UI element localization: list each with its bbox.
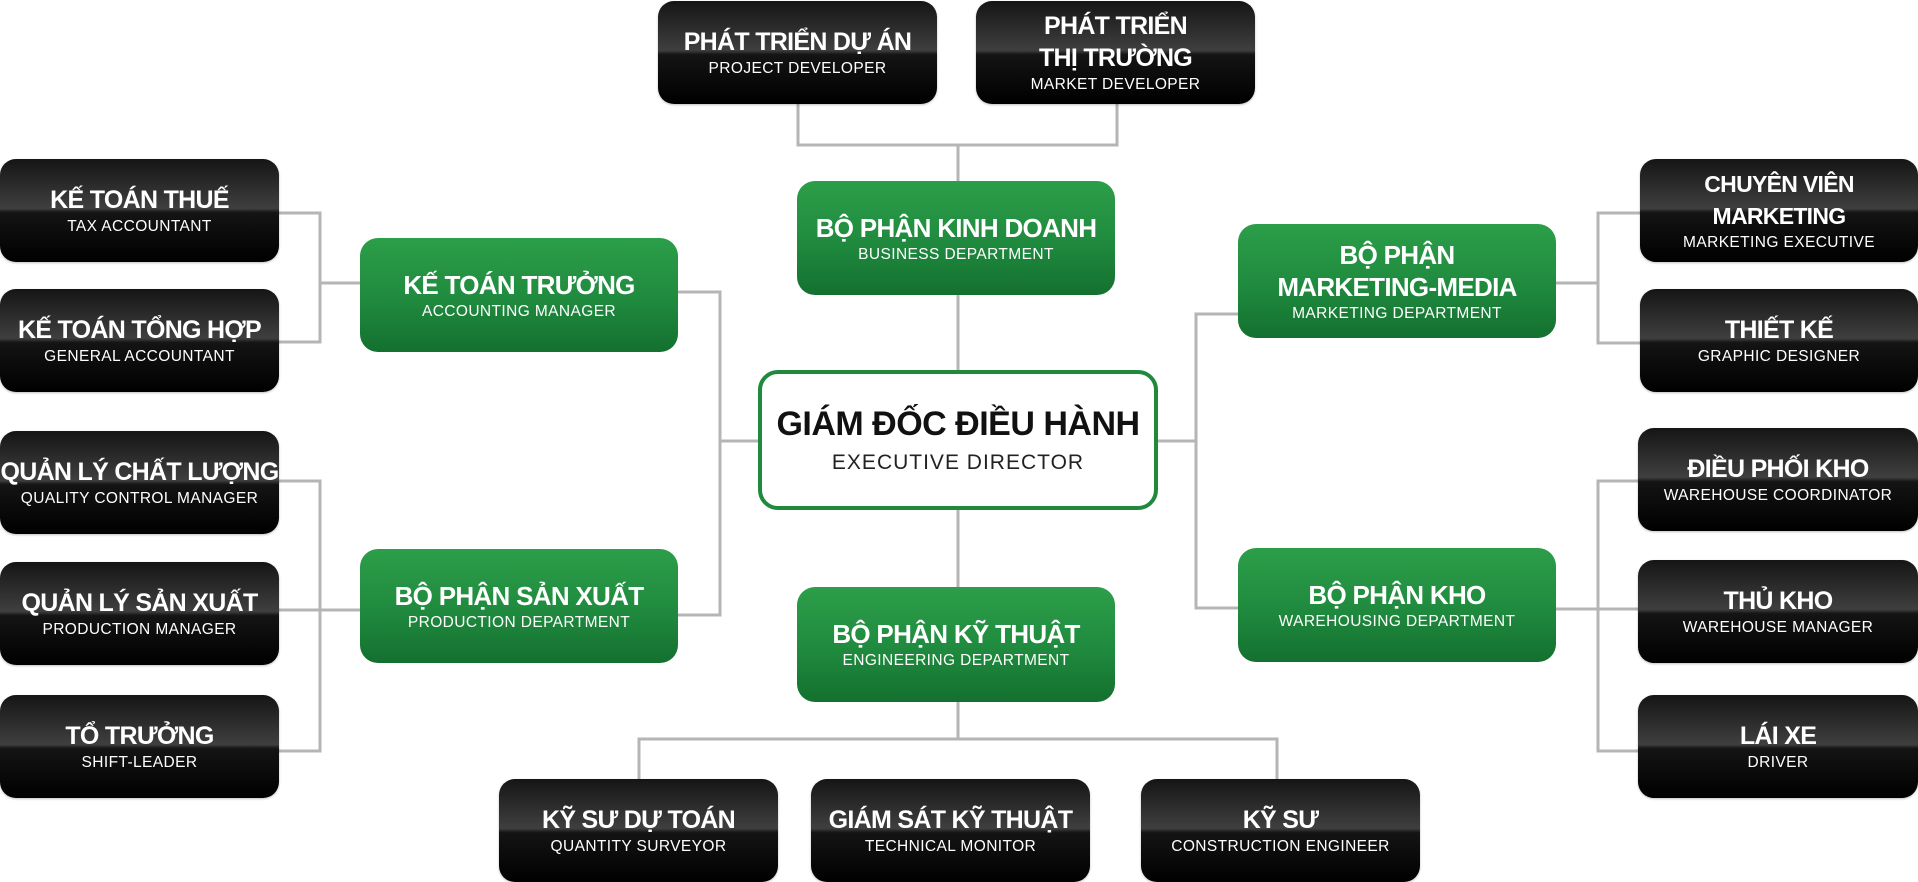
warehouse-coordinator-node: ĐIỀU PHỐI KHO WAREHOUSE COORDINATOR bbox=[1638, 428, 1918, 531]
node-subtitle: PROJECT DEVELOPER bbox=[708, 60, 887, 77]
node-subtitle: MARKETING DEPARTMENT bbox=[1292, 304, 1502, 322]
node-subtitle: ACCOUNTING MANAGER bbox=[421, 302, 617, 320]
driver-node: LÁI XE DRIVER bbox=[1638, 695, 1918, 798]
node-title: GIÁM SÁT KỸ THUẬT bbox=[828, 806, 1073, 834]
node-title: KỸ SƯ DỰ TOÁN bbox=[541, 806, 736, 834]
node-subtitle: ENGINEERING DEPARTMENT bbox=[842, 652, 1070, 669]
market-developer-node: PHÁT TRIỂN THỊ TRƯỜNG MARKET DEVELOPER bbox=[976, 1, 1255, 104]
node-subtitle: TECHNICAL MONITOR bbox=[864, 838, 1037, 855]
quantity-surveyor-node: KỸ SƯ DỰ TOÁN QUANTITY SURVEYOR bbox=[499, 779, 778, 882]
tax-accountant-node: KẾ TOÁN THUẾ TAX ACCOUNTANT bbox=[0, 159, 279, 262]
node-title: GIÁM ĐỐC ĐIỀU HÀNH bbox=[776, 405, 1140, 443]
node-subtitle: MARKET DEVELOPER bbox=[1030, 76, 1201, 93]
node-subtitle: PRODUCTION DEPARTMENT bbox=[407, 613, 631, 631]
connector-marketing-roles bbox=[1556, 211, 1640, 345]
node-subtitle: TAX ACCOUNTANT bbox=[67, 218, 212, 235]
executive-director-node: GIÁM ĐỐC ĐIỀU HÀNH EXECUTIVE DIRECTOR bbox=[758, 370, 1158, 510]
business-department-node: BỘ PHẬN KINH DOANH BUSINESS DEPARTMENT bbox=[797, 181, 1115, 295]
node-subtitle: QUANTITY SURVEYOR bbox=[550, 838, 727, 855]
connector-business-top bbox=[796, 104, 1119, 181]
node-title: KẾ TOÁN THUẾ bbox=[50, 186, 229, 214]
connector-accounting-roles bbox=[279, 211, 360, 344]
construction-engineer-node: KỸ SƯ CONSTRUCTION ENGINEER bbox=[1141, 779, 1420, 882]
engineering-department-node: BỘ PHẬN KỸ THUẬT ENGINEERING DEPARTMENT bbox=[797, 587, 1115, 702]
node-title: PHÁT TRIỂN THỊ TRƯỜNG bbox=[1038, 12, 1193, 72]
production-manager-node: QUẢN LÝ SẢN XUẤT PRODUCTION MANAGER bbox=[0, 562, 279, 665]
connector-center-right bbox=[1158, 312, 1238, 610]
shift-leader-node: TỔ TRƯỞNG SHIFT-LEADER bbox=[0, 695, 279, 798]
node-title: THỦ KHO bbox=[1723, 587, 1834, 615]
node-subtitle: WAREHOUSE COORDINATOR bbox=[1663, 487, 1893, 504]
warehousing-department-node: BỘ PHẬN KHO WAREHOUSING DEPARTMENT bbox=[1238, 548, 1556, 662]
node-title: CHUYÊN VIÊN MARKETING bbox=[1704, 171, 1854, 229]
node-title: PHÁT TRIỂN DỰ ÁN bbox=[683, 28, 912, 56]
connector-warehousing-roles bbox=[1555, 479, 1640, 753]
node-title: LÁI XE bbox=[1739, 722, 1817, 750]
node-title: ĐIỀU PHỐI KHO bbox=[1687, 455, 1869, 483]
graphic-designer-node: THIẾT KẾ GRAPHIC DESIGNER bbox=[1640, 289, 1918, 392]
marketing-department-node: BỘ PHẬN MARKETING-MEDIA MARKETING DEPART… bbox=[1238, 224, 1556, 338]
node-subtitle: CONSTRUCTION ENGINEER bbox=[1171, 838, 1390, 855]
marketing-executive-node: CHUYÊN VIÊN MARKETING MARKETING EXECUTIV… bbox=[1640, 159, 1918, 262]
node-title: TỔ TRƯỞNG bbox=[65, 722, 214, 750]
connector-production-roles bbox=[279, 479, 360, 753]
node-subtitle: EXECUTIVE DIRECTOR bbox=[831, 451, 1085, 474]
node-title: QUẢN LÝ SẢN XUẤT bbox=[21, 589, 258, 617]
project-developer-node: PHÁT TRIỂN DỰ ÁN PROJECT DEVELOPER bbox=[658, 1, 937, 104]
accounting-manager-node: KẾ TOÁN TRƯỞNG ACCOUNTING MANAGER bbox=[360, 238, 678, 352]
node-subtitle: DRIVER bbox=[1747, 754, 1809, 771]
node-subtitle: WAREHOUSING DEPARTMENT bbox=[1278, 612, 1516, 630]
node-title: KẾ TOÁN TRƯỞNG bbox=[403, 269, 635, 300]
technical-monitor-node: GIÁM SÁT KỸ THUẬT TECHNICAL MONITOR bbox=[811, 779, 1090, 882]
production-department-node: BỘ PHẬN SẢN XUẤT PRODUCTION DEPARTMENT bbox=[360, 549, 678, 663]
node-title: QUẢN LÝ CHẤT LƯỢNG bbox=[0, 458, 279, 486]
connector-engineering-bottom bbox=[637, 702, 1279, 779]
node-subtitle: BUSINESS DEPARTMENT bbox=[858, 245, 1054, 263]
node-title: KẾ TOÁN TỔNG HỢP bbox=[17, 316, 262, 344]
node-title: BỘ PHẬN KINH DOANH bbox=[815, 212, 1097, 243]
node-subtitle: MARKETING EXECUTIVE bbox=[1683, 234, 1875, 251]
node-subtitle: GRAPHIC DESIGNER bbox=[1697, 348, 1861, 365]
node-subtitle: PRODUCTION MANAGER bbox=[42, 621, 237, 638]
warehouse-manager-node: THỦ KHO WAREHOUSE MANAGER bbox=[1638, 560, 1918, 663]
node-subtitle: QUALITY CONTROL MANAGER bbox=[20, 490, 259, 507]
node-title: BỘ PHẬN SẢN XUẤT bbox=[394, 580, 645, 611]
node-subtitle: GENERAL ACCOUNTANT bbox=[44, 348, 235, 365]
node-title: BỘ PHẬN KHO bbox=[1308, 579, 1486, 610]
node-subtitle: WAREHOUSE MANAGER bbox=[1682, 619, 1874, 636]
connector-center-left bbox=[678, 290, 758, 617]
node-title: BỘ PHẬN MARKETING-MEDIA bbox=[1277, 239, 1517, 302]
node-title: THIẾT KẾ bbox=[1724, 316, 1834, 344]
node-subtitle: SHIFT-LEADER bbox=[81, 754, 198, 771]
general-accountant-node: KẾ TOÁN TỔNG HỢP GENERAL ACCOUNTANT bbox=[0, 289, 279, 392]
quality-control-manager-node: QUẢN LÝ CHẤT LƯỢNG QUALITY CONTROL MANAG… bbox=[0, 431, 279, 534]
node-title: BỘ PHẬN KỸ THUẬT bbox=[832, 619, 1080, 649]
node-title: KỸ SƯ bbox=[1242, 806, 1319, 834]
